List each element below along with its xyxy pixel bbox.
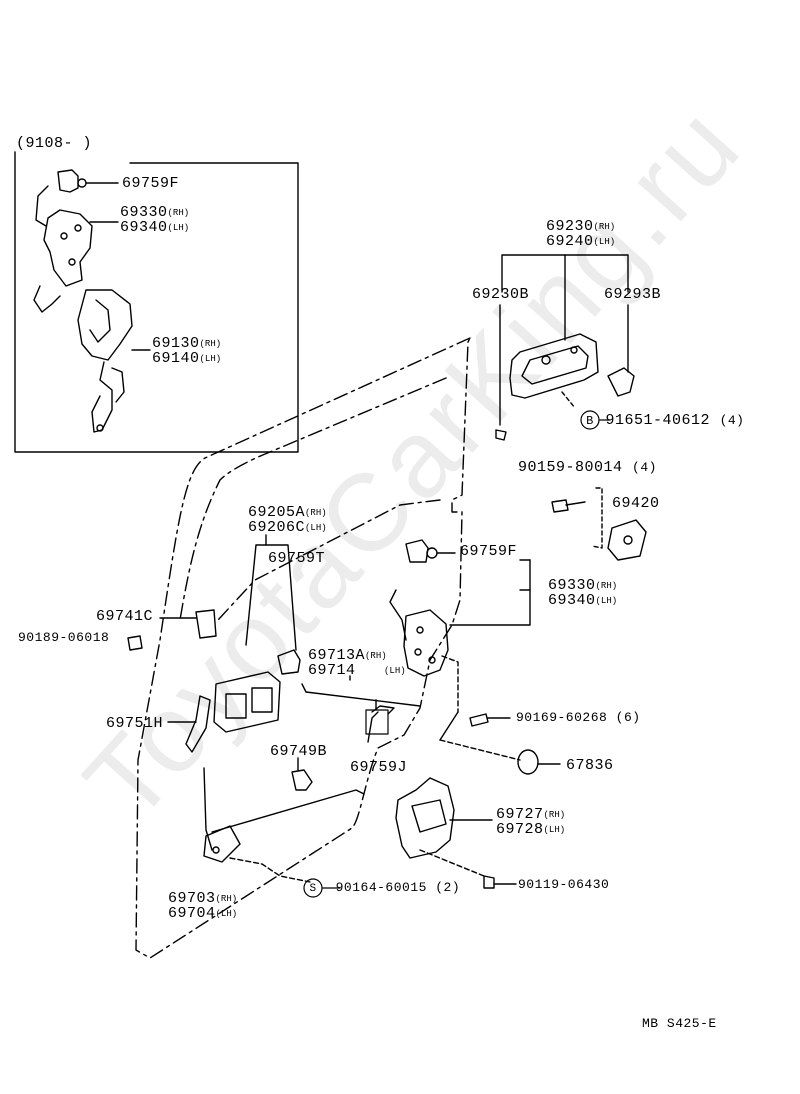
lower-panel (395, 777, 517, 889)
callout-69749b: 69749B (270, 743, 328, 760)
handle-assembly (495, 254, 635, 441)
callout-90164-60015: S 90164-60015 (2) (309, 880, 461, 895)
callout-91651-40612: B 91651-40612 (4) (586, 412, 745, 429)
inset-parts (33, 169, 151, 433)
callout-69140: 69140(LH) (152, 350, 222, 367)
callout-69330: 69330(RH) (548, 577, 618, 594)
callout-69751h: 69751H (106, 715, 164, 732)
callout-69420: 69420 (612, 495, 660, 512)
callout-67836: 67836 (566, 757, 614, 774)
inset-frame (14, 151, 299, 453)
callout-69240: 69240(LH) (546, 233, 616, 250)
callout-69714: 69714 (LH) (308, 662, 406, 679)
callout-69741c: 69741C (96, 608, 154, 625)
callout-69293b: 69293B (604, 286, 662, 303)
callout-69340: 69340(LH) (548, 592, 618, 609)
callout-69727: 69727(RH) (496, 806, 566, 823)
footer-code: MB S425-E (642, 1016, 717, 1031)
rods (203, 675, 421, 883)
callout-69230: 69230(RH) (546, 218, 616, 235)
callout-69703: 69703(RH) (168, 890, 238, 907)
callout-69206c: 69206C(LH) (248, 519, 327, 536)
callout-90119-06430: 90119-06430 (518, 877, 610, 892)
callout-69759f-inset: 69759F (122, 175, 180, 192)
callout-69759f: 69759F (460, 543, 518, 560)
callout-69759t: 69759T (268, 550, 326, 567)
inset-title: (9108- ) (16, 135, 93, 152)
callout-69205a: 69205A(RH) (248, 504, 327, 521)
callout-69340-inset: 69340(LH) (120, 219, 190, 236)
symbol-markers (303, 410, 611, 898)
callout-69759j: 69759J (350, 759, 408, 776)
callout-69713a: 69713A(RH) (308, 647, 387, 664)
callout-69130: 69130(RH) (152, 335, 222, 352)
lock-assembly (389, 539, 561, 775)
callout-90169-60268: 90169-60268 (6) (516, 710, 641, 725)
striker-assembly (551, 487, 647, 561)
callout-69330-inset: 69330(RH) (120, 204, 190, 221)
callout-90159-80014: 90159-80014 (4) (518, 459, 657, 476)
callout-69728: 69728(LH) (496, 821, 566, 838)
inside-handle (127, 534, 301, 753)
callout-90189-06018: 90189-06018 (18, 630, 110, 645)
callout-69230b: 69230B (472, 286, 530, 303)
door-outline (135, 337, 471, 959)
callout-69704: 69704(LH) (168, 905, 238, 922)
